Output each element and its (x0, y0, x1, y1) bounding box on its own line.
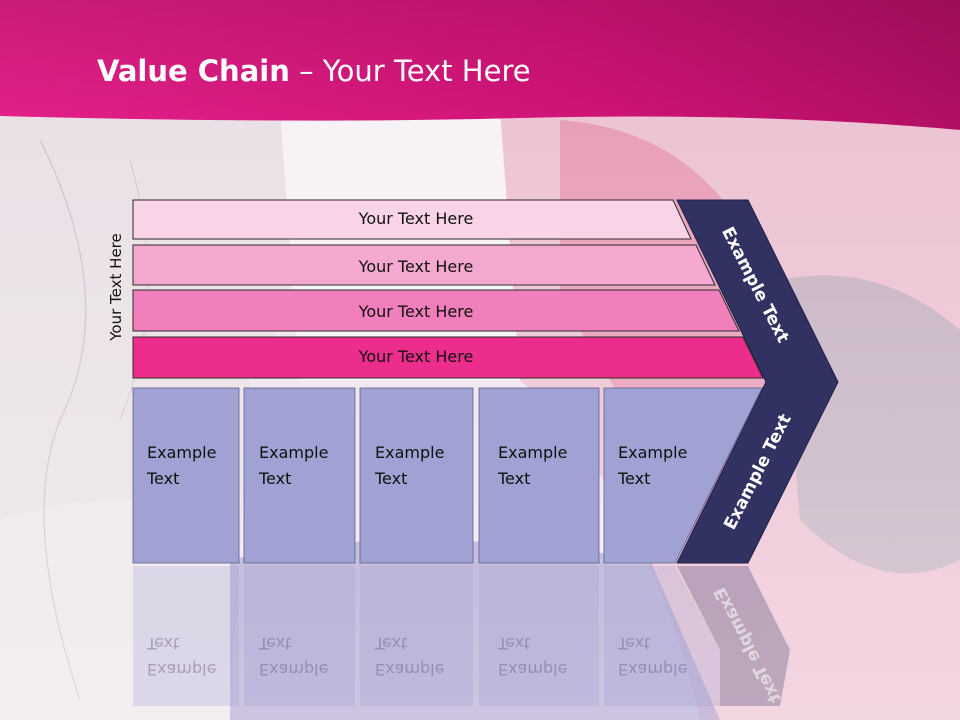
title-rest: – Your Text Here (289, 54, 531, 88)
box-4-line2: Text (498, 469, 531, 488)
slide-title: Value Chain – Your Text Here (97, 54, 531, 88)
chevron-shape (676, 199, 839, 564)
box-1-line2: Text (147, 469, 180, 488)
box-5-line1: Example (618, 443, 688, 462)
box-5-shape (603, 387, 763, 564)
bar-1-shape (132, 199, 692, 240)
bar-1-label: Your Text Here (358, 209, 474, 228)
bar-3-shape (132, 289, 740, 332)
box-3-shape (359, 387, 474, 564)
bar-4-label: Your Text Here (358, 347, 474, 366)
box-1-line1: Example (147, 443, 217, 462)
box-4-shape (478, 387, 600, 564)
box-2-shape (243, 387, 356, 564)
box-5-line2: Text (618, 469, 651, 488)
title-bold: Value Chain (97, 54, 290, 88)
bar-3-label: Your Text Here (358, 302, 474, 321)
box-2-line2: Text (259, 469, 292, 488)
box-2-line1: Example (259, 443, 329, 462)
box-3-line2: Text (375, 469, 408, 488)
bar-4-shape (132, 336, 764, 379)
side-label: Your Text Here (107, 233, 125, 341)
bar-2-shape (132, 244, 716, 286)
box-1-shape (132, 387, 240, 564)
box-4-line1: Example (498, 443, 568, 462)
box-3-line1: Example (375, 443, 445, 462)
bar-2-label: Your Text Here (358, 257, 474, 276)
